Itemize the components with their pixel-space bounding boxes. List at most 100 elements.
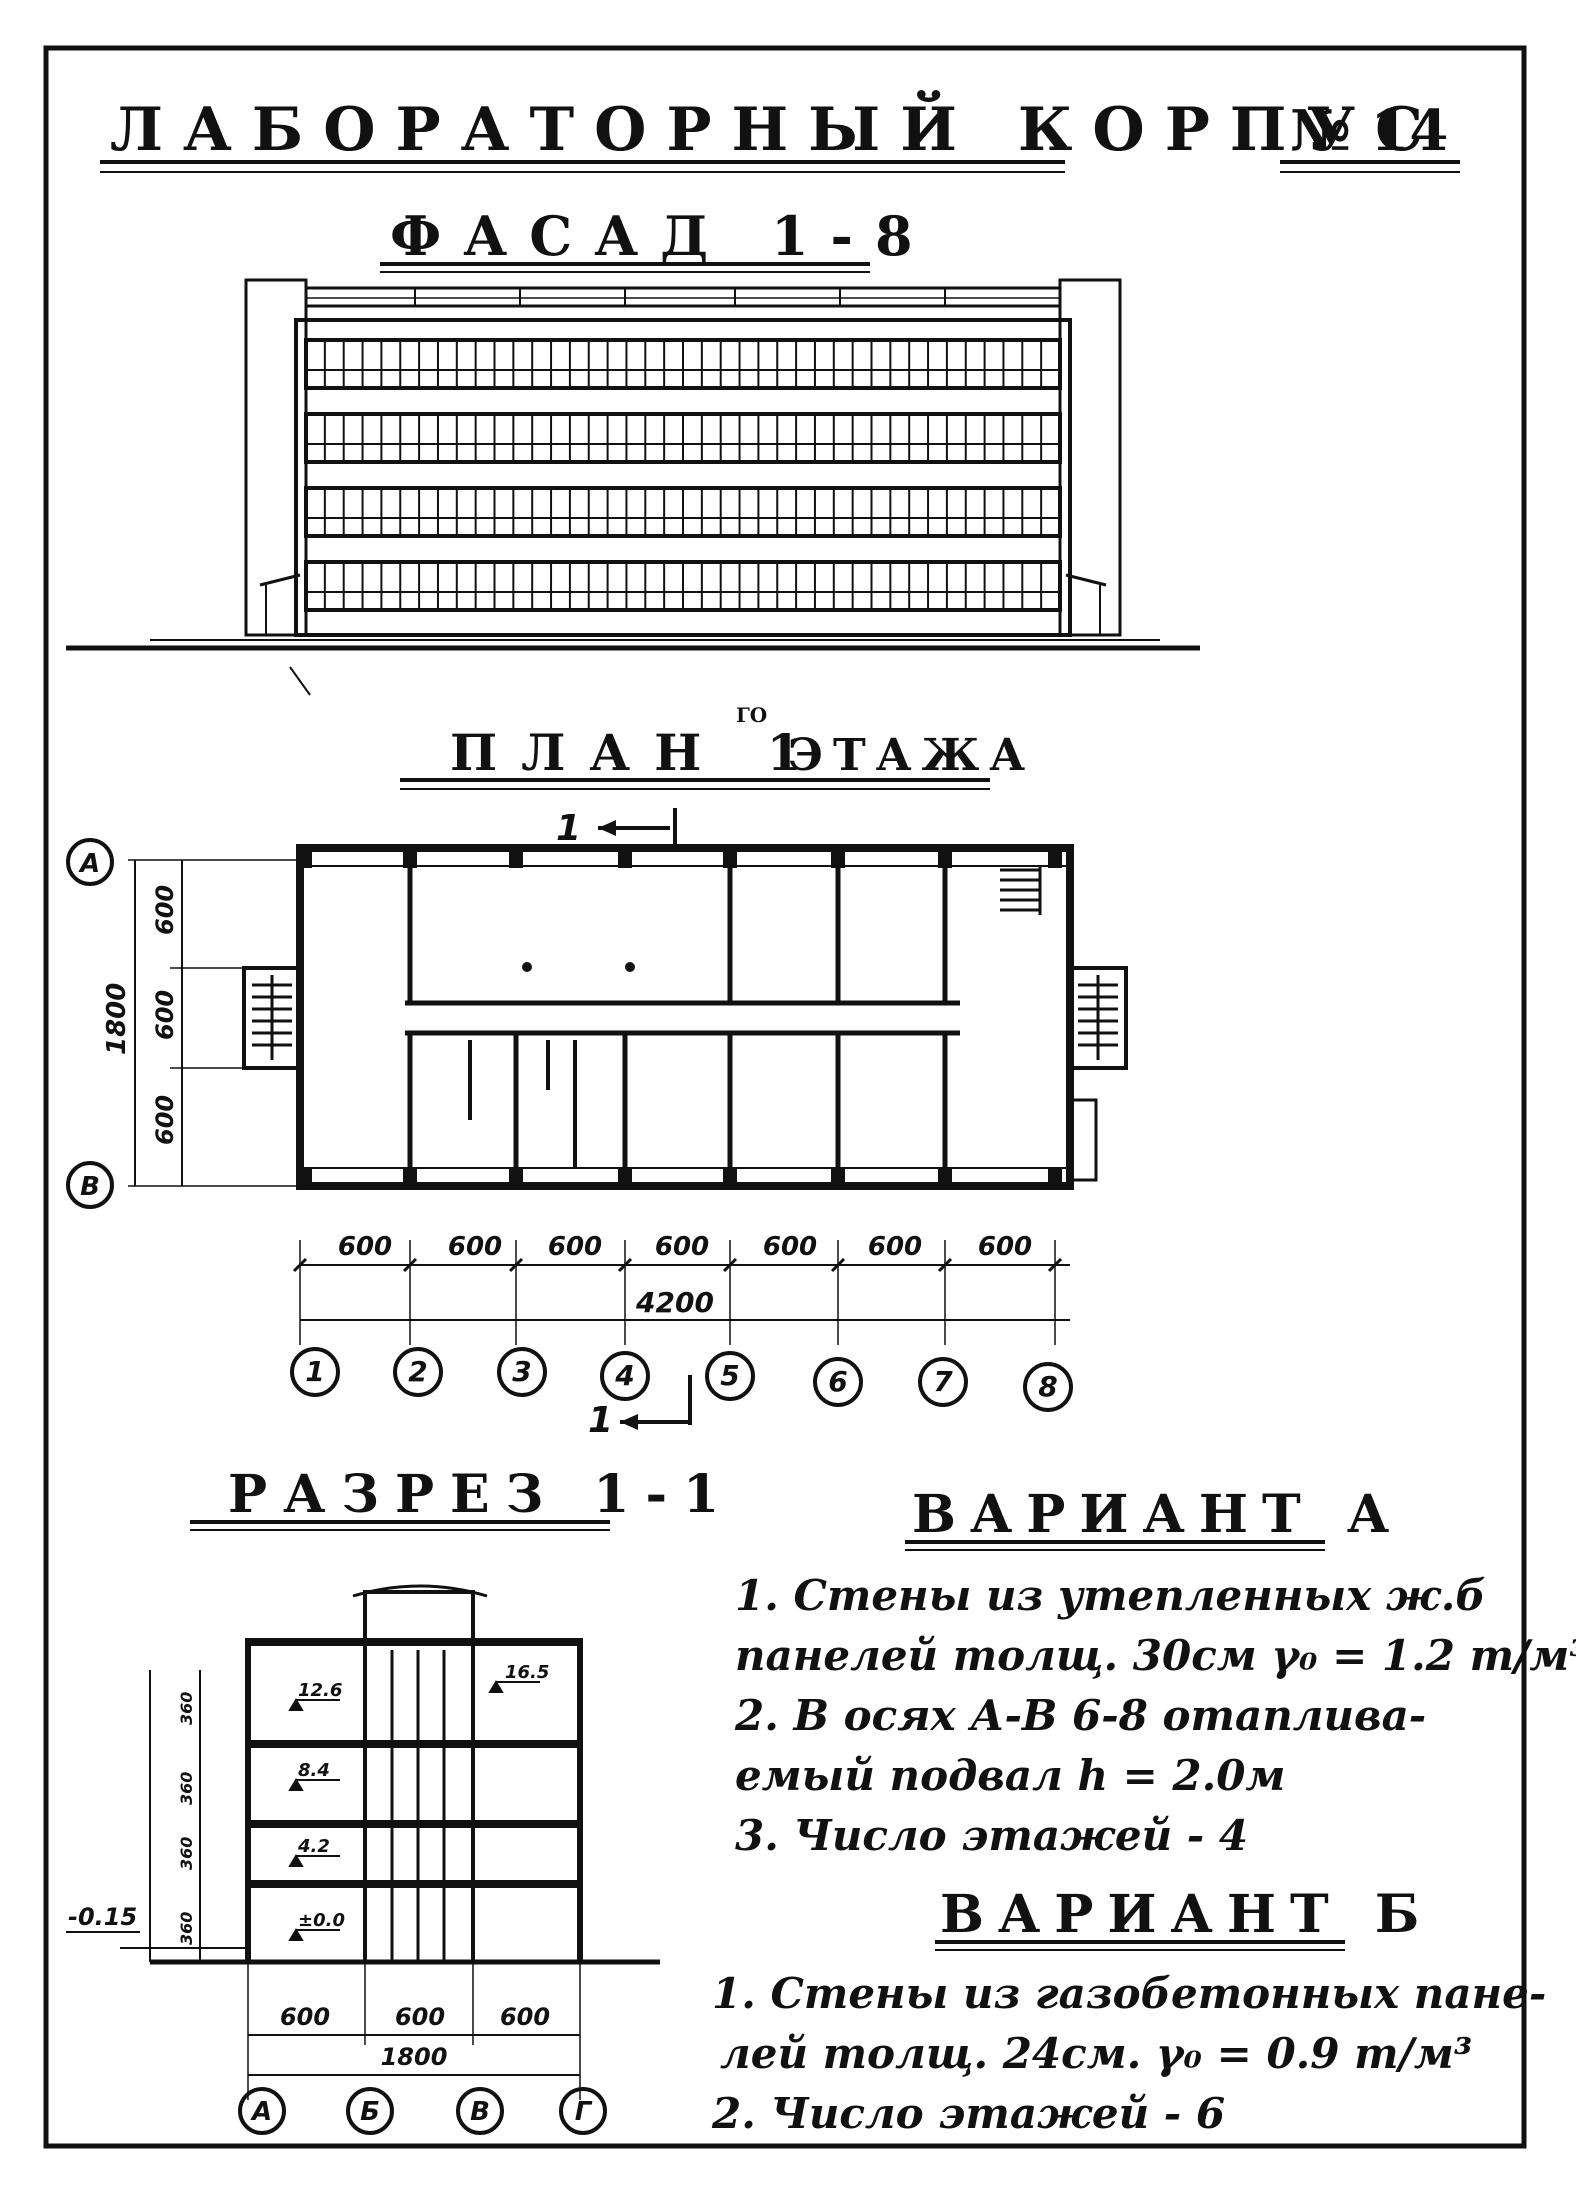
variant-b-line-2: лей толщ. 24см. γ₀ = 0.9 т/м³ (720, 2029, 1472, 2078)
plan-axis-bubble (497, 1347, 547, 1397)
sheet-frame (43, 45, 1527, 2149)
section-height-dim-3: 360 (177, 1837, 196, 1870)
section-bay-dim-3: 600 (500, 2003, 550, 2031)
plan-column (1048, 850, 1062, 868)
section-mark-5: 16.5 (505, 1662, 549, 1683)
plan-bay-dim-7: 600 (978, 1232, 1032, 1262)
section-total-dim: 1800 (381, 2043, 448, 2071)
section-axis-b: Б (360, 2097, 380, 2127)
facade-elevation (66, 278, 1200, 696)
plan-column (723, 850, 737, 868)
plan-axis-4: 4 (614, 1359, 634, 1392)
building-section: 12.6 8.4 4.2 ±0.0 16.5 360 360 360 360 -… (66, 1584, 660, 1965)
plan-axis-bubble (918, 1357, 968, 1407)
plan-left-dimensions: 600 600 600 1800 А В (66, 838, 300, 1209)
plan-bay-dim-3: 600 (548, 1232, 602, 1262)
plan-column (938, 850, 952, 868)
sheet-number: № 14 (1290, 98, 1448, 164)
variant-a-line-4: емый подвал h = 2.0м (735, 1751, 1285, 1800)
sheet-title: ЛАБОРАТОРНЫЙ КОРПУС (110, 90, 1443, 165)
section-mark-2: 8.4 (298, 1760, 330, 1781)
plan-column (1048, 1168, 1062, 1186)
plan-axis-bubble (1023, 1362, 1073, 1412)
plan-total-dim: 4200 (635, 1286, 714, 1319)
section-cut-mark-bottom: 1 (588, 1375, 692, 1441)
variant-b-line-1: 1. Стены из газобетонных пане- (712, 1969, 1546, 2018)
section-height-dim-4: 360 (177, 1912, 196, 1945)
plan-left-dim-3: 600 (151, 1095, 179, 1145)
variant-a-title: ВАРИАНТ А (912, 1484, 1403, 1545)
plan-axis-7: 7 (933, 1365, 953, 1398)
plan-left-dim-1: 600 (151, 885, 179, 935)
variant-a-line-3: 2. В осях А-В 6-8 отаплива- (734, 1691, 1426, 1740)
plan-column (618, 850, 632, 868)
section-axis-bubble (559, 2087, 607, 2135)
plan-bottom-dimensions: 600 600 600 600 600 600 600 4200 (292, 1232, 1070, 1345)
plan-axis-row-a: А (78, 849, 100, 879)
plan-axis-5: 5 (720, 1359, 739, 1392)
plan-bay-dim-6: 600 (868, 1232, 922, 1262)
variant-a-line-2: панелей толщ. 30см γ₀ = 1.2 т/м³ (735, 1631, 1576, 1680)
variant-a-line-1: 1. Стены из утепленных ж.б (735, 1571, 1486, 1620)
plan-left-dim-2: 600 (151, 990, 179, 1040)
plan-column (509, 1168, 523, 1186)
plan-columns (298, 850, 1062, 1186)
plan-left-total: 1800 (102, 983, 132, 1055)
variant-a-line-5: 3. Число этажей - 4 (735, 1811, 1248, 1860)
section-bay-dim-1: 600 (280, 2003, 330, 2031)
plan-column (618, 1168, 632, 1186)
plan-axis-1: 1 (305, 1355, 324, 1388)
section-cut-mark-top: 1 (556, 808, 677, 850)
plan-column (403, 1168, 417, 1186)
svg-text:1: 1 (556, 808, 581, 849)
section-axis-bubbles: А Б В Г (238, 2087, 607, 2135)
plan-axis-bubble (705, 1351, 755, 1401)
plan-column (298, 850, 312, 868)
plan-bay-dim-2: 600 (448, 1232, 502, 1262)
plan-axis-3: 3 (512, 1355, 531, 1388)
plan-partitions (407, 866, 948, 1168)
facade-window-bands (304, 288, 1062, 612)
plan-axis-bubble (393, 1347, 443, 1397)
section-height-dim-2: 360 (177, 1772, 196, 1805)
section-title: РАЗРЕЗ 1-1 (228, 1464, 735, 1525)
section-ground-mark: -0.15 (68, 1903, 137, 1931)
section-axis-bubble (346, 2087, 394, 2135)
plan-axis-bubble (813, 1357, 863, 1407)
section-axis-bubble (456, 2087, 504, 2135)
svg-text:ПЛАН 1: ПЛАН 1 (450, 723, 826, 782)
variant-b-line-3: 2. Число этажей - 6 (711, 2089, 1225, 2138)
plan-column (831, 850, 845, 868)
facade-title: ФАСАД 1-8 (390, 204, 935, 268)
plan-column (831, 1168, 845, 1186)
plan-bay-dim-4: 600 (655, 1232, 709, 1262)
plan-bay-dim-1: 600 (338, 1232, 392, 1262)
plan-column (509, 850, 523, 868)
section-axis-v: В (470, 2097, 490, 2127)
section-axis-a: А (250, 2097, 272, 2127)
section-mark-4: ±0.0 (298, 1910, 345, 1931)
plan-axis-2: 2 (408, 1355, 427, 1388)
section-mark-3: 4.2 (297, 1836, 330, 1857)
plan-axis-bubble (600, 1351, 650, 1401)
variant-b-title: ВАРИАНТ Б (940, 1884, 1433, 1945)
section-bay-dim-2: 600 (395, 2003, 445, 2031)
plan-axis-8: 8 (1038, 1370, 1057, 1403)
plan-column (938, 1168, 952, 1186)
svg-text:ЭТАЖА: ЭТАЖА (788, 730, 1035, 781)
section-axis-g: Г (575, 2097, 593, 2127)
section-height-dim-1: 360 (177, 1692, 196, 1725)
plan-column (403, 850, 417, 868)
section-axis-bubble (238, 2087, 286, 2135)
plan-title: ПЛАН 1 ГО ЭТАЖА (450, 703, 1035, 782)
plan-column (298, 1168, 312, 1186)
plan-column (723, 1168, 737, 1186)
plan-bay-dim-5: 600 (763, 1232, 817, 1262)
section-bottom-dimensions: 600 600 600 1800 (247, 1962, 581, 2100)
plan-axis-6: 6 (828, 1365, 847, 1398)
plan-axis-row-v: В (80, 1172, 100, 1202)
section-mark-1: 12.6 (298, 1680, 342, 1701)
svg-text:ГО: ГО (736, 703, 767, 727)
plan-axis-bubbles: 1 2 3 4 5 6 7 8 (290, 1347, 1073, 1412)
